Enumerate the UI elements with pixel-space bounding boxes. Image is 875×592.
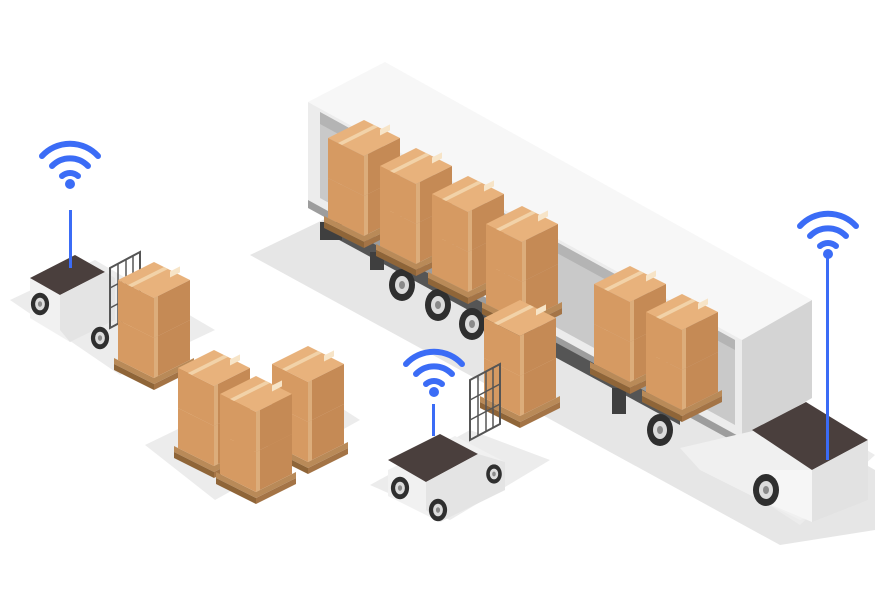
robot-vehicle-center	[388, 363, 505, 522]
antenna-line	[826, 252, 829, 460]
wifi-icon	[406, 352, 462, 397]
wifi-icon	[42, 144, 98, 189]
autonomous-truck-cab	[680, 252, 868, 522]
wifi-icon	[800, 214, 856, 259]
robot-vehicle-left	[30, 210, 141, 350]
